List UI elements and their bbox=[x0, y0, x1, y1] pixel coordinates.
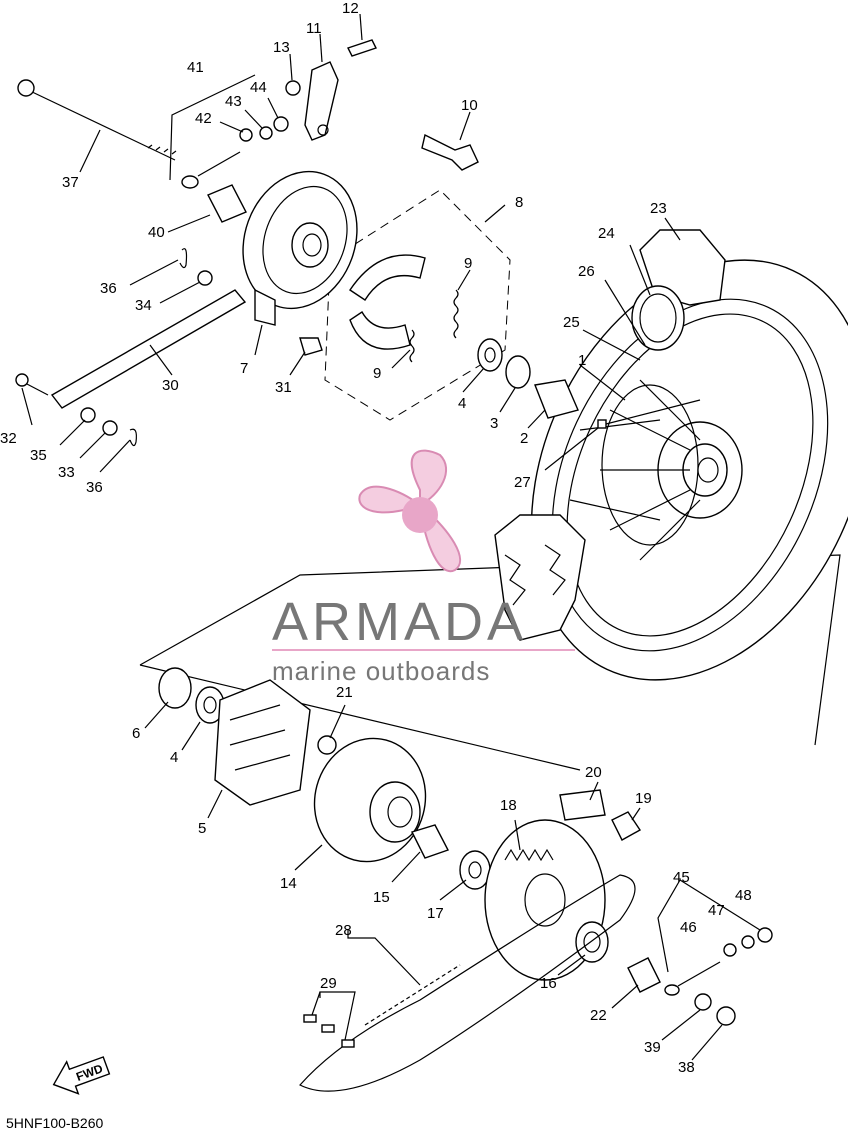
callout-48: 48 bbox=[735, 887, 752, 904]
lock-washer bbox=[559, 789, 606, 821]
brake-camshaft bbox=[421, 133, 479, 171]
tension-bar bbox=[15, 248, 247, 447]
axle-bolt-and-washer bbox=[181, 116, 289, 189]
brake-shoe-plate bbox=[242, 170, 358, 326]
propeller-logo-icon bbox=[358, 449, 461, 573]
callout-13: 13 bbox=[273, 39, 290, 56]
lever-bolt bbox=[347, 39, 377, 57]
callout-30: 30 bbox=[162, 377, 179, 394]
wheel-damper bbox=[214, 679, 311, 806]
callout-36-lower: 36 bbox=[86, 479, 103, 496]
callout-25: 25 bbox=[563, 314, 580, 331]
chain-joint-clip bbox=[303, 1014, 355, 1048]
callout-38: 38 bbox=[678, 1059, 695, 1076]
brake-shoe-springs bbox=[409, 289, 459, 363]
forward-arrow-icon: FWD bbox=[52, 1056, 111, 1095]
brake-shoe-kit-outline bbox=[324, 189, 511, 421]
callout-24: 24 bbox=[598, 225, 615, 242]
sprocket-bolt bbox=[611, 811, 642, 841]
hub-collar bbox=[411, 824, 449, 859]
callout-31: 31 bbox=[275, 379, 292, 396]
watermark: ARMADA marine outboards bbox=[272, 449, 575, 686]
callout-36-upper: 36 bbox=[100, 280, 117, 297]
callout-labels: 1 2 3 4 4 5 6 7 8 9 9 10 11 12 13 14 15 … bbox=[0, 0, 752, 1076]
bearing-and-spacer bbox=[477, 338, 579, 419]
callout-46: 46 bbox=[680, 919, 697, 936]
callout-10: 10 bbox=[461, 97, 478, 114]
lever-nut bbox=[285, 80, 301, 96]
callout-44: 44 bbox=[250, 79, 267, 96]
spacer-collar bbox=[207, 184, 247, 223]
callout-47: 47 bbox=[708, 902, 725, 919]
callout-32: 32 bbox=[0, 430, 17, 447]
callout-27: 27 bbox=[514, 474, 531, 491]
clutch-hub bbox=[313, 737, 427, 863]
callout-35: 35 bbox=[30, 447, 47, 464]
callout-28: 28 bbox=[335, 922, 352, 939]
callout-42: 42 bbox=[195, 110, 212, 127]
rim-band bbox=[631, 285, 685, 351]
callout-43: 43 bbox=[225, 93, 242, 110]
callout-37: 37 bbox=[62, 174, 79, 191]
callout-33: 33 bbox=[58, 464, 75, 481]
callout-2: 2 bbox=[520, 430, 528, 447]
drive-chain bbox=[299, 874, 636, 1092]
callout-4-lower: 4 bbox=[170, 749, 178, 766]
spoke-nipple bbox=[597, 419, 607, 429]
callout-39: 39 bbox=[644, 1039, 661, 1056]
callout-15: 15 bbox=[373, 889, 390, 906]
callout-9-upper: 9 bbox=[464, 255, 472, 272]
rear-axle bbox=[17, 79, 177, 161]
callout-11: 11 bbox=[306, 20, 322, 37]
callout-22: 22 bbox=[590, 1007, 607, 1024]
callout-19: 19 bbox=[635, 790, 652, 807]
callout-29: 29 bbox=[320, 975, 337, 992]
callout-12: 12 bbox=[342, 0, 359, 17]
callout-3: 3 bbox=[490, 415, 498, 432]
callout-18: 18 bbox=[500, 797, 517, 814]
callout-45: 45 bbox=[673, 869, 690, 886]
watermark-subtitle: marine outboards bbox=[272, 656, 490, 686]
chain-adjuster-right bbox=[664, 927, 773, 1026]
callout-16-17: 17 bbox=[427, 905, 444, 922]
leader-lines bbox=[21, 13, 761, 1061]
tire-tread-section bbox=[494, 229, 726, 641]
callout-5: 5 bbox=[198, 820, 206, 837]
brake-plate-bolt bbox=[299, 337, 323, 356]
callout-34: 34 bbox=[135, 297, 152, 314]
callout-23: 23 bbox=[650, 200, 667, 217]
callout-6: 6 bbox=[132, 725, 140, 742]
callout-1: 1 bbox=[578, 352, 586, 369]
left-bearing bbox=[195, 686, 225, 724]
callout-40: 40 bbox=[148, 224, 165, 241]
wheel-assembly-outline-lower bbox=[139, 664, 581, 771]
sprocket-hub-nut bbox=[317, 735, 337, 755]
callout-21: 21 bbox=[336, 684, 353, 701]
rear-wheel bbox=[530, 259, 848, 681]
diagram-code: 5HNF100-B260 bbox=[6, 1115, 103, 1131]
callout-4-upper: 4 bbox=[458, 395, 466, 412]
callout-20: 20 bbox=[585, 764, 602, 781]
camshaft-lever bbox=[304, 61, 339, 141]
callout-9-lower: 9 bbox=[373, 365, 381, 382]
callout-26: 26 bbox=[578, 263, 595, 280]
callout-41: 41 bbox=[187, 59, 204, 76]
oil-seal bbox=[575, 921, 609, 963]
callout-14: 14 bbox=[280, 875, 297, 892]
watermark-title: ARMADA bbox=[272, 592, 527, 652]
o-ring bbox=[158, 667, 192, 709]
brake-shoes bbox=[349, 254, 426, 350]
callout-8: 8 bbox=[515, 194, 523, 211]
collar bbox=[627, 957, 661, 993]
callout-7: 7 bbox=[240, 360, 248, 377]
callout-16: 16 bbox=[540, 975, 557, 992]
